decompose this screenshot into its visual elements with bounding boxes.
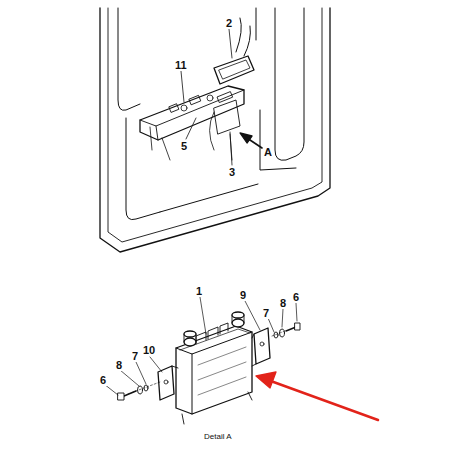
callout-number: 2 xyxy=(225,18,233,29)
callout-number: 11 xyxy=(174,60,188,71)
callout-number: 8 xyxy=(279,298,287,309)
detail-caption: Detail A xyxy=(203,433,233,441)
callout-number: 1 xyxy=(195,286,203,297)
callout-number: 5 xyxy=(180,141,188,152)
callout-number: 8 xyxy=(115,360,123,371)
callout-number: 3 xyxy=(228,167,236,178)
callout-number: 6 xyxy=(99,375,107,386)
view-letter: A xyxy=(263,147,273,158)
callout-number: 6 xyxy=(292,292,300,303)
callout-number: 7 xyxy=(131,351,139,362)
callout-number: 10 xyxy=(142,345,156,356)
callout-number: 7 xyxy=(262,308,270,319)
callout-number: 9 xyxy=(239,290,247,301)
